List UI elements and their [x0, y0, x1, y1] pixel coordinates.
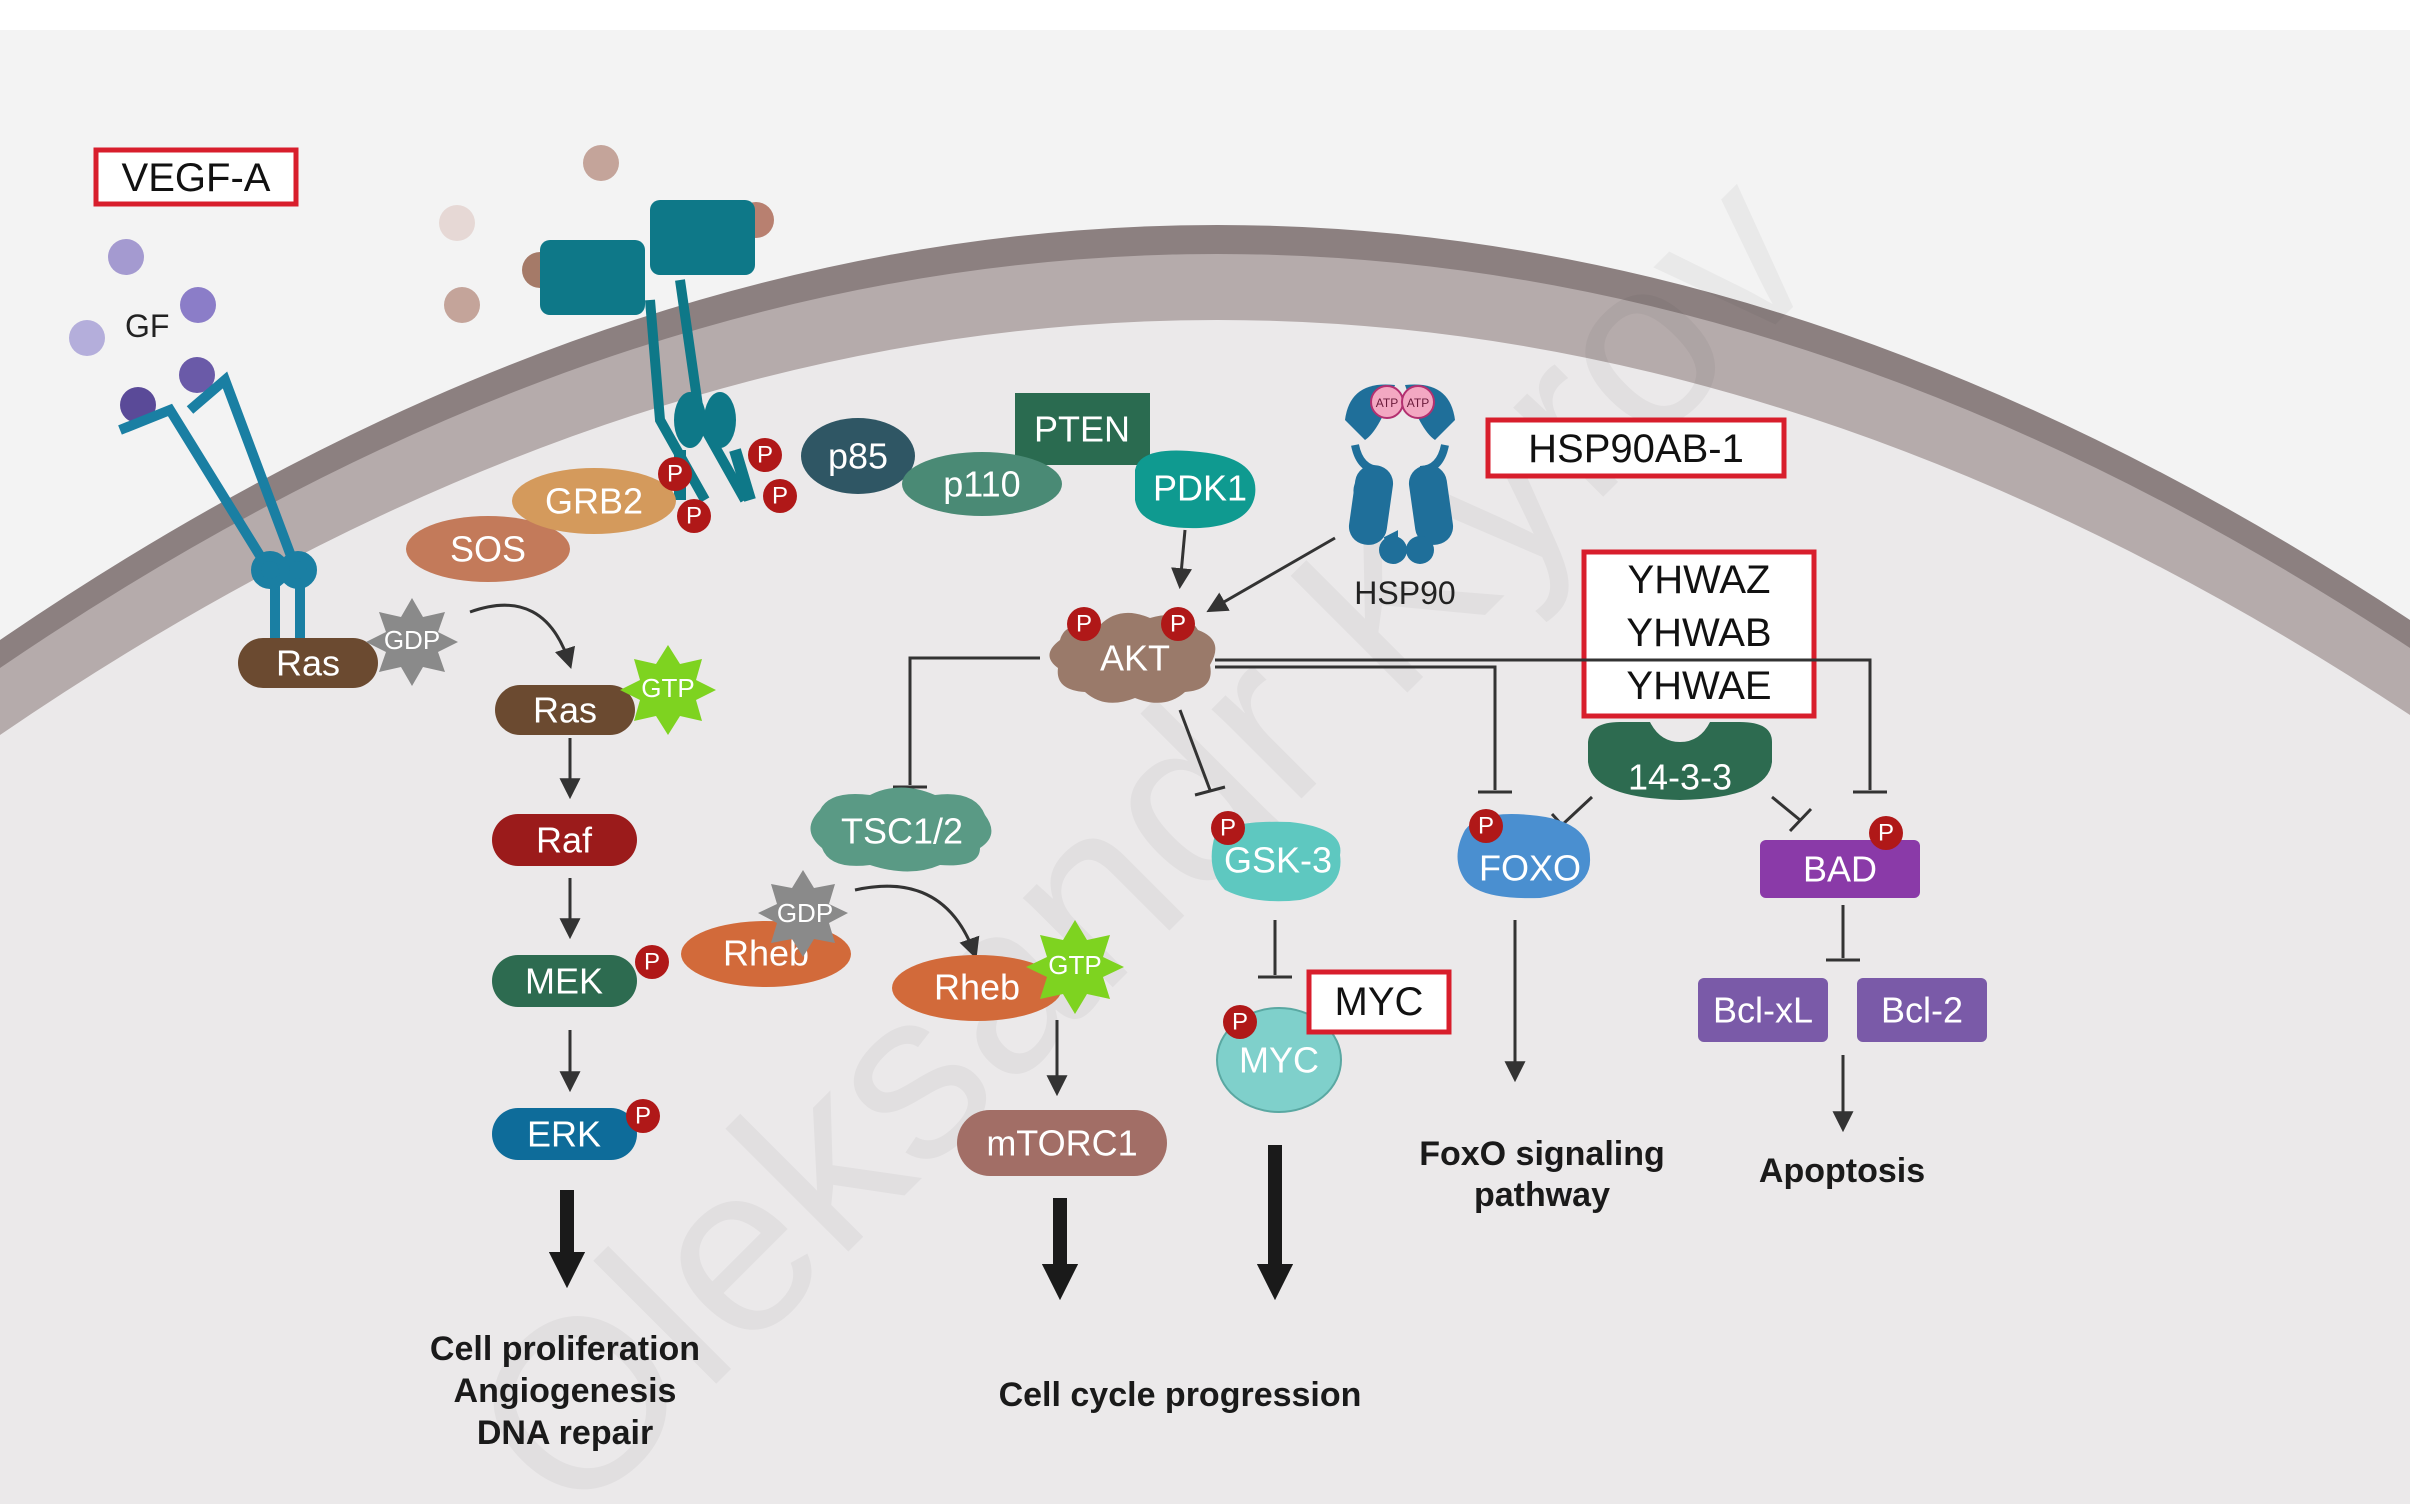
svg-text:P: P [1478, 813, 1494, 840]
grb2-node [512, 468, 676, 534]
gtp-star-2 [1026, 920, 1124, 1014]
svg-text:P: P [667, 461, 683, 488]
connectors [469, 529, 1887, 1301]
svg-text:P: P [1232, 1009, 1248, 1036]
svg-text:P: P [1076, 611, 1092, 638]
erk-label: ERK [527, 1114, 601, 1155]
mtorc1-node [957, 1110, 1167, 1176]
gdp-star-1 [366, 598, 458, 686]
atp-icons: ATP ATP [1370, 385, 1435, 419]
raf-node [492, 814, 637, 866]
svg-text:ATP: ATP [1376, 396, 1398, 410]
gdp-star-2 [758, 870, 848, 957]
grb2-label: GRB2 [545, 481, 643, 522]
hsp90-label: HSP90 [1354, 575, 1455, 611]
foxo-label: FOXO [1479, 848, 1581, 889]
rheb-gtp-node [892, 955, 1062, 1021]
gsk3-label: GSK-3 [1224, 840, 1332, 881]
vegf-box [93, 147, 299, 207]
pten-label: PTEN [1034, 409, 1130, 450]
bclxl-node [1698, 978, 1828, 1042]
svg-text:P: P [644, 949, 660, 976]
vegf-receptor [540, 200, 756, 503]
hsp90ab-label: HSP90AB-1 [1528, 427, 1744, 471]
yhwa-box [1581, 549, 1817, 719]
svg-text:P: P [686, 503, 702, 530]
bclxl-label: Bcl-xL [1713, 990, 1813, 1031]
bad-label: BAD [1803, 849, 1877, 890]
outcome-foxo-2: pathway [1474, 1176, 1610, 1214]
outcome-proliferation: Cell proliferation [430, 1330, 700, 1368]
mtorc1-label: mTORC1 [986, 1123, 1137, 1164]
phosphate-markers: P P P P P P P P P P P P [626, 438, 1903, 1133]
akt-label: AKT [1100, 638, 1170, 679]
outcome-apoptosis: Apoptosis [1759, 1152, 1925, 1190]
mek-label: MEK [525, 961, 603, 1002]
ras-gtp-node [495, 685, 635, 735]
gtp-star-1 [620, 645, 716, 735]
erk-node [492, 1108, 637, 1160]
ras-gdp-label: Ras [276, 643, 340, 684]
pten-node [1015, 393, 1150, 465]
myc-label: MYC [1239, 1040, 1319, 1081]
tsc-node [810, 787, 992, 872]
outcome-foxo-1: FoxO signaling [1419, 1135, 1665, 1173]
yhwae-label: YHWAE [1626, 664, 1771, 708]
pdk1-node [1135, 450, 1256, 529]
myc-box-label: MYC [1335, 980, 1424, 1024]
raf-label: Raf [536, 820, 593, 861]
myc-box [1306, 969, 1452, 1035]
gtp-label-2: GTP [1048, 950, 1101, 980]
svg-text:P: P [1220, 815, 1236, 842]
svg-text:ATP: ATP [1407, 396, 1429, 410]
pdk1-label: PDK1 [1153, 468, 1247, 509]
p1433-node [1588, 722, 1772, 800]
gf-receptor [118, 371, 317, 640]
svg-text:P: P [1170, 611, 1186, 638]
svg-text:P: P [635, 1103, 651, 1130]
ras-gdp-node [238, 638, 378, 688]
p1433-label: 14-3-3 [1628, 757, 1732, 798]
mek-node [492, 955, 637, 1007]
p85-label: p85 [828, 436, 888, 477]
bcl2-node [1857, 978, 1987, 1042]
p110-node [902, 452, 1062, 516]
vegf-label: VEGF-A [122, 156, 271, 200]
outcome-dna-repair: DNA repair [477, 1414, 653, 1452]
yhwab-label: YHWAB [1626, 611, 1771, 655]
p85-node [801, 418, 915, 494]
gsk3-node [1211, 821, 1341, 902]
rheb-gtp-label: Rheb [934, 967, 1020, 1008]
p110-label: p110 [943, 464, 1020, 505]
gf-label: GF [125, 308, 169, 344]
tsc-label: TSC1/2 [841, 811, 963, 852]
hsp90ab-box [1485, 417, 1787, 479]
svg-text:P: P [757, 442, 773, 469]
gdp-label-2: GDP [777, 898, 833, 928]
sos-label: SOS [450, 529, 526, 570]
outcome-cell-cycle: Cell cycle progression [999, 1376, 1362, 1414]
svg-text:P: P [1878, 820, 1894, 847]
sos-node [406, 516, 570, 582]
bad-node [1760, 840, 1920, 898]
ras-gtp-label: Ras [533, 690, 597, 731]
yhwaz-label: YHWAZ [1628, 558, 1771, 602]
outcome-angiogenesis: Angiogenesis [454, 1372, 677, 1410]
gtp-label-1: GTP [641, 673, 694, 703]
gdp-label-1: GDP [384, 625, 440, 655]
bcl2-label: Bcl-2 [1881, 990, 1963, 1031]
svg-text:P: P [772, 483, 788, 510]
